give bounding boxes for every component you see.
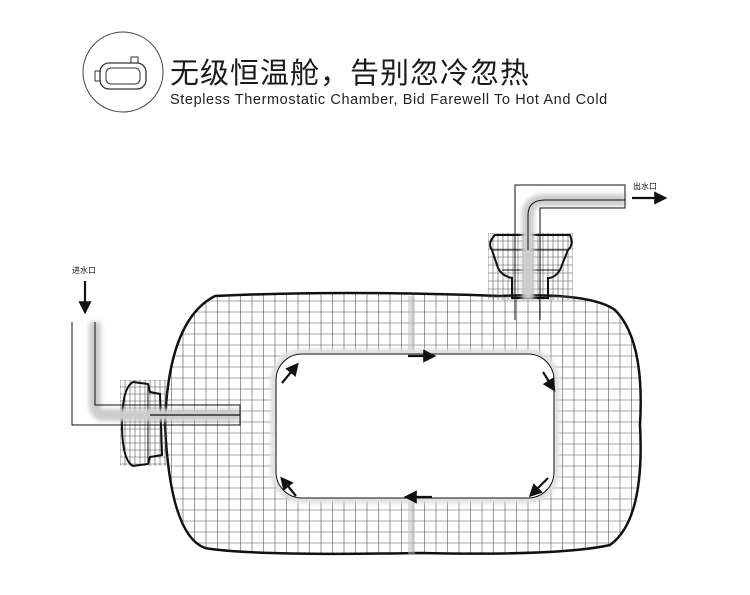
page-subtitle: Stepless Thermostatic Chamber, Bid Farew… bbox=[170, 92, 608, 108]
flow-arrow-bottom-right bbox=[528, 477, 549, 498]
outlet-pipe bbox=[514, 184, 626, 320]
outlet-label: 出水口 bbox=[633, 182, 657, 191]
inlet-label: 进水口 bbox=[72, 266, 96, 275]
flow-arrow-top-left bbox=[281, 362, 299, 384]
inner-chamber bbox=[271, 349, 559, 503]
flow-arrow-top-right bbox=[542, 371, 556, 392]
flow-arrow-bottom-left bbox=[280, 476, 297, 497]
tank-body bbox=[163, 291, 642, 556]
tank-icon bbox=[82, 31, 164, 113]
inlet-nozzle bbox=[120, 380, 168, 468]
flow-arrows bbox=[280, 349, 556, 504]
inlet-pipe bbox=[71, 322, 241, 426]
page-title: 无级恒温舱，告别忽冷忽热 bbox=[170, 56, 531, 90]
